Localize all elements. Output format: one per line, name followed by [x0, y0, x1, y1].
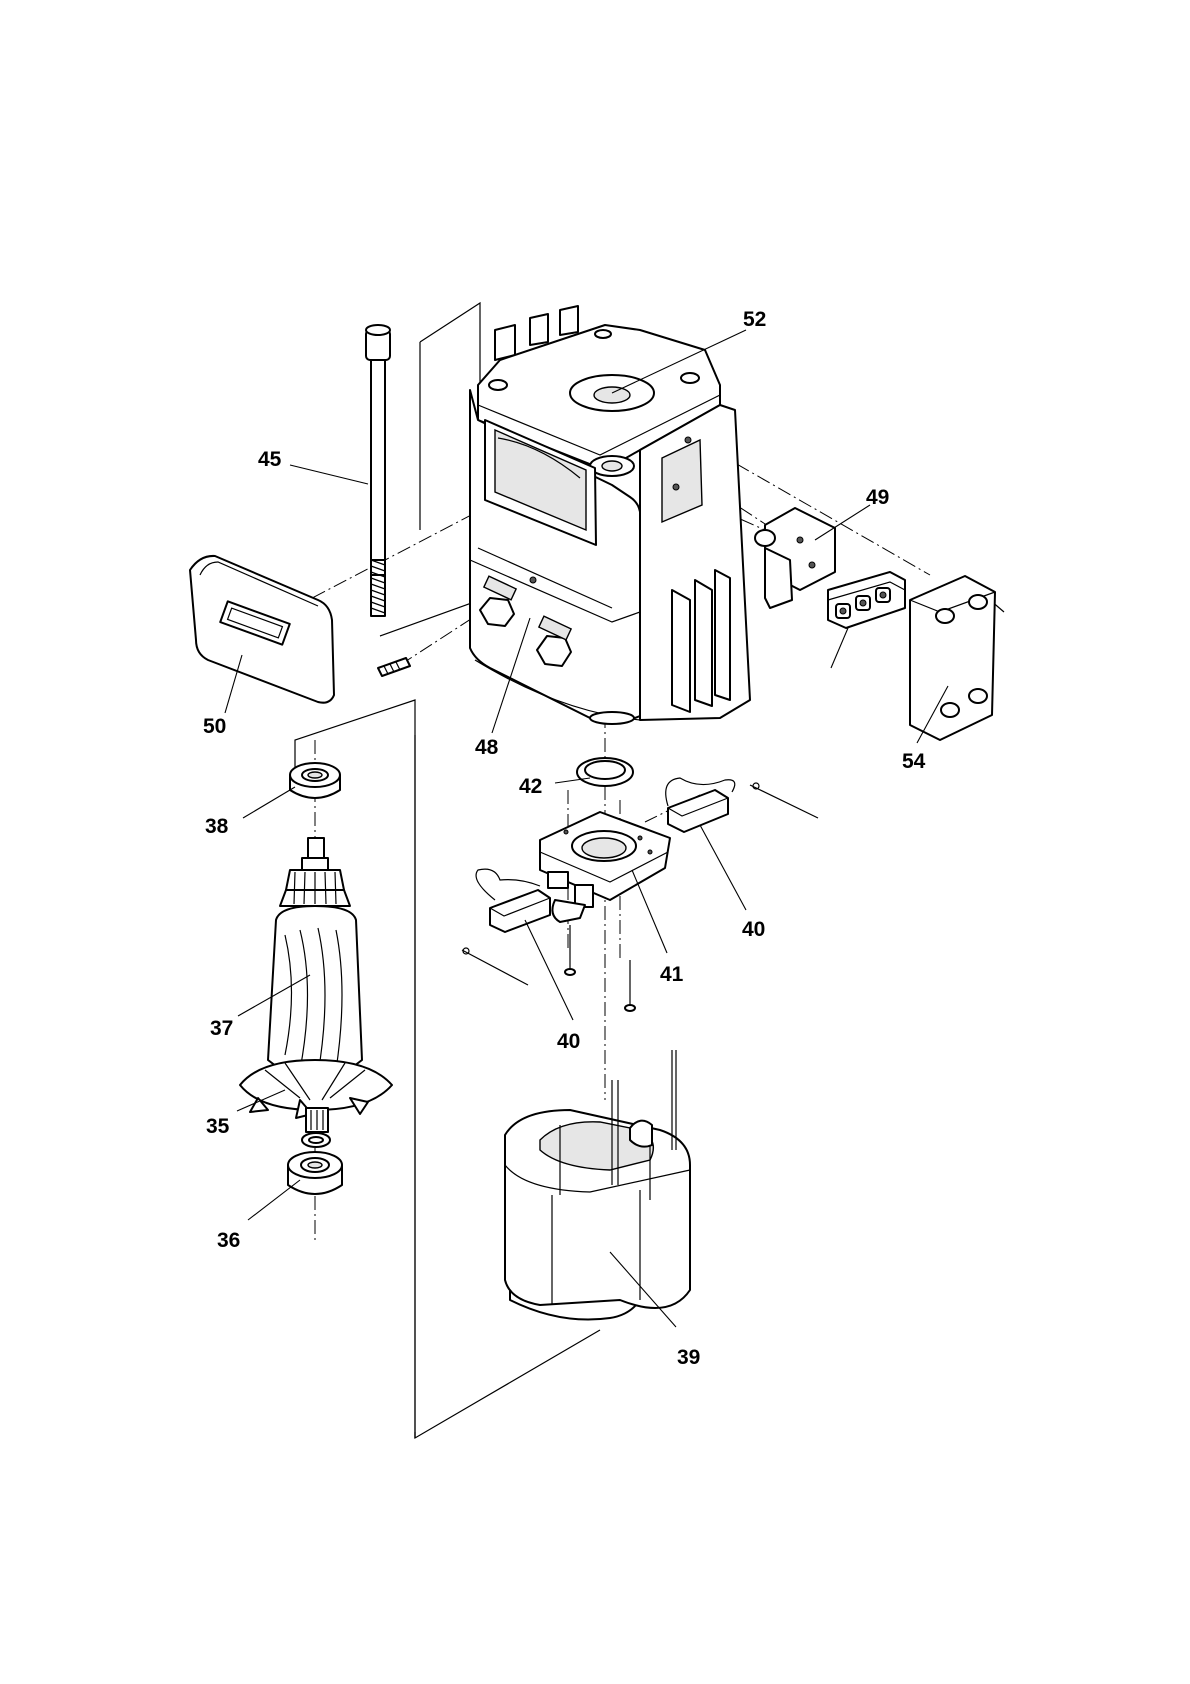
label-38: 38 — [205, 815, 229, 838]
part-54-plate — [910, 576, 995, 740]
label-50: 50 — [203, 715, 226, 738]
label-45: 45 — [258, 448, 282, 471]
part-45-bolt — [366, 325, 390, 616]
label-39: 39 — [677, 1346, 700, 1369]
part-40-brush-right — [666, 778, 818, 832]
label-40-right: 40 — [742, 918, 765, 941]
label-40-left: 40 — [557, 1030, 580, 1053]
label-36: 36 — [217, 1229, 240, 1252]
terminal-block — [828, 572, 905, 628]
spring — [378, 658, 410, 676]
part-36-bearing — [288, 1152, 342, 1194]
label-42: 42 — [519, 775, 542, 798]
part-39-stator — [505, 1050, 690, 1320]
label-52: 52 — [743, 308, 766, 331]
label-41: 41 — [660, 963, 684, 986]
screws — [565, 925, 635, 1011]
label-54: 54 — [902, 750, 926, 773]
part-40-brush-left — [462, 869, 550, 985]
part-48-housing — [470, 306, 750, 724]
part-50-cover — [190, 556, 334, 703]
label-48: 48 — [475, 736, 499, 759]
label-37: 37 — [210, 1017, 233, 1040]
part-38-bearing — [290, 763, 340, 798]
part-42-ring — [577, 758, 633, 786]
part-49-bracket — [755, 508, 835, 608]
part-41-brush-holder — [540, 812, 670, 922]
part-37-armature — [240, 838, 392, 1132]
label-35: 35 — [206, 1115, 230, 1138]
washer — [302, 1133, 330, 1147]
label-49: 49 — [866, 486, 889, 509]
